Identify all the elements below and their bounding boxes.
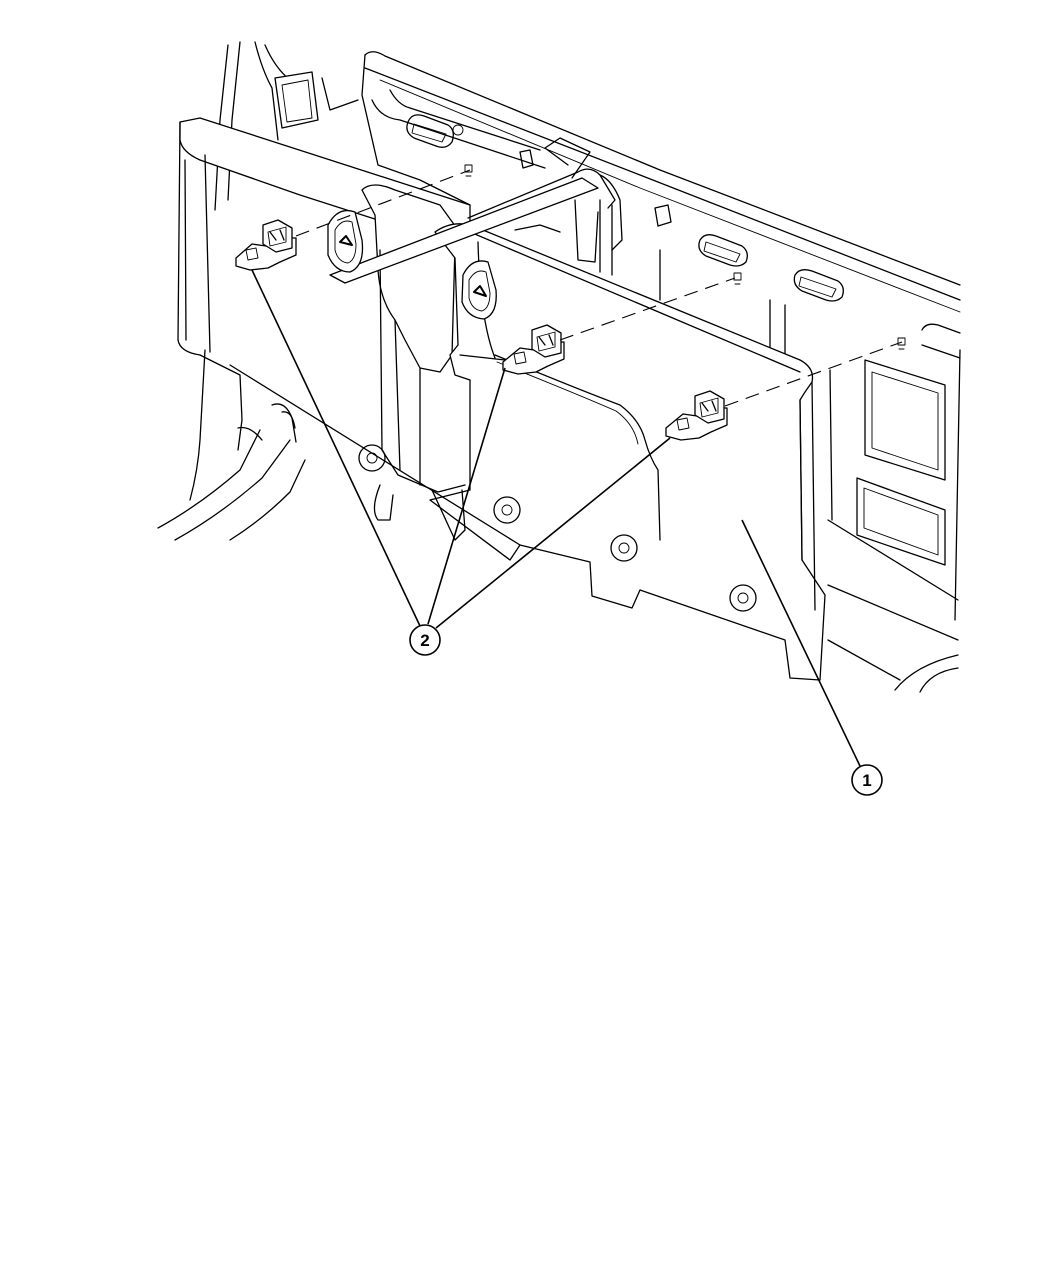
callout-leaders — [251, 269, 861, 767]
tether-anchor-center — [502, 324, 565, 375]
callout-1-label: 1 — [862, 771, 871, 790]
callout-2-label: 2 — [420, 631, 429, 650]
seatback-outline — [177, 117, 826, 681]
belt-guide-left — [327, 209, 364, 273]
callout-1: 1 — [851, 764, 883, 796]
tether-anchor-right — [665, 390, 728, 441]
callout-2: 2 — [409, 624, 441, 656]
mounting-leaders — [295, 164, 906, 407]
belt-guide-center — [461, 260, 497, 320]
tether-anchor-left — [235, 219, 297, 271]
